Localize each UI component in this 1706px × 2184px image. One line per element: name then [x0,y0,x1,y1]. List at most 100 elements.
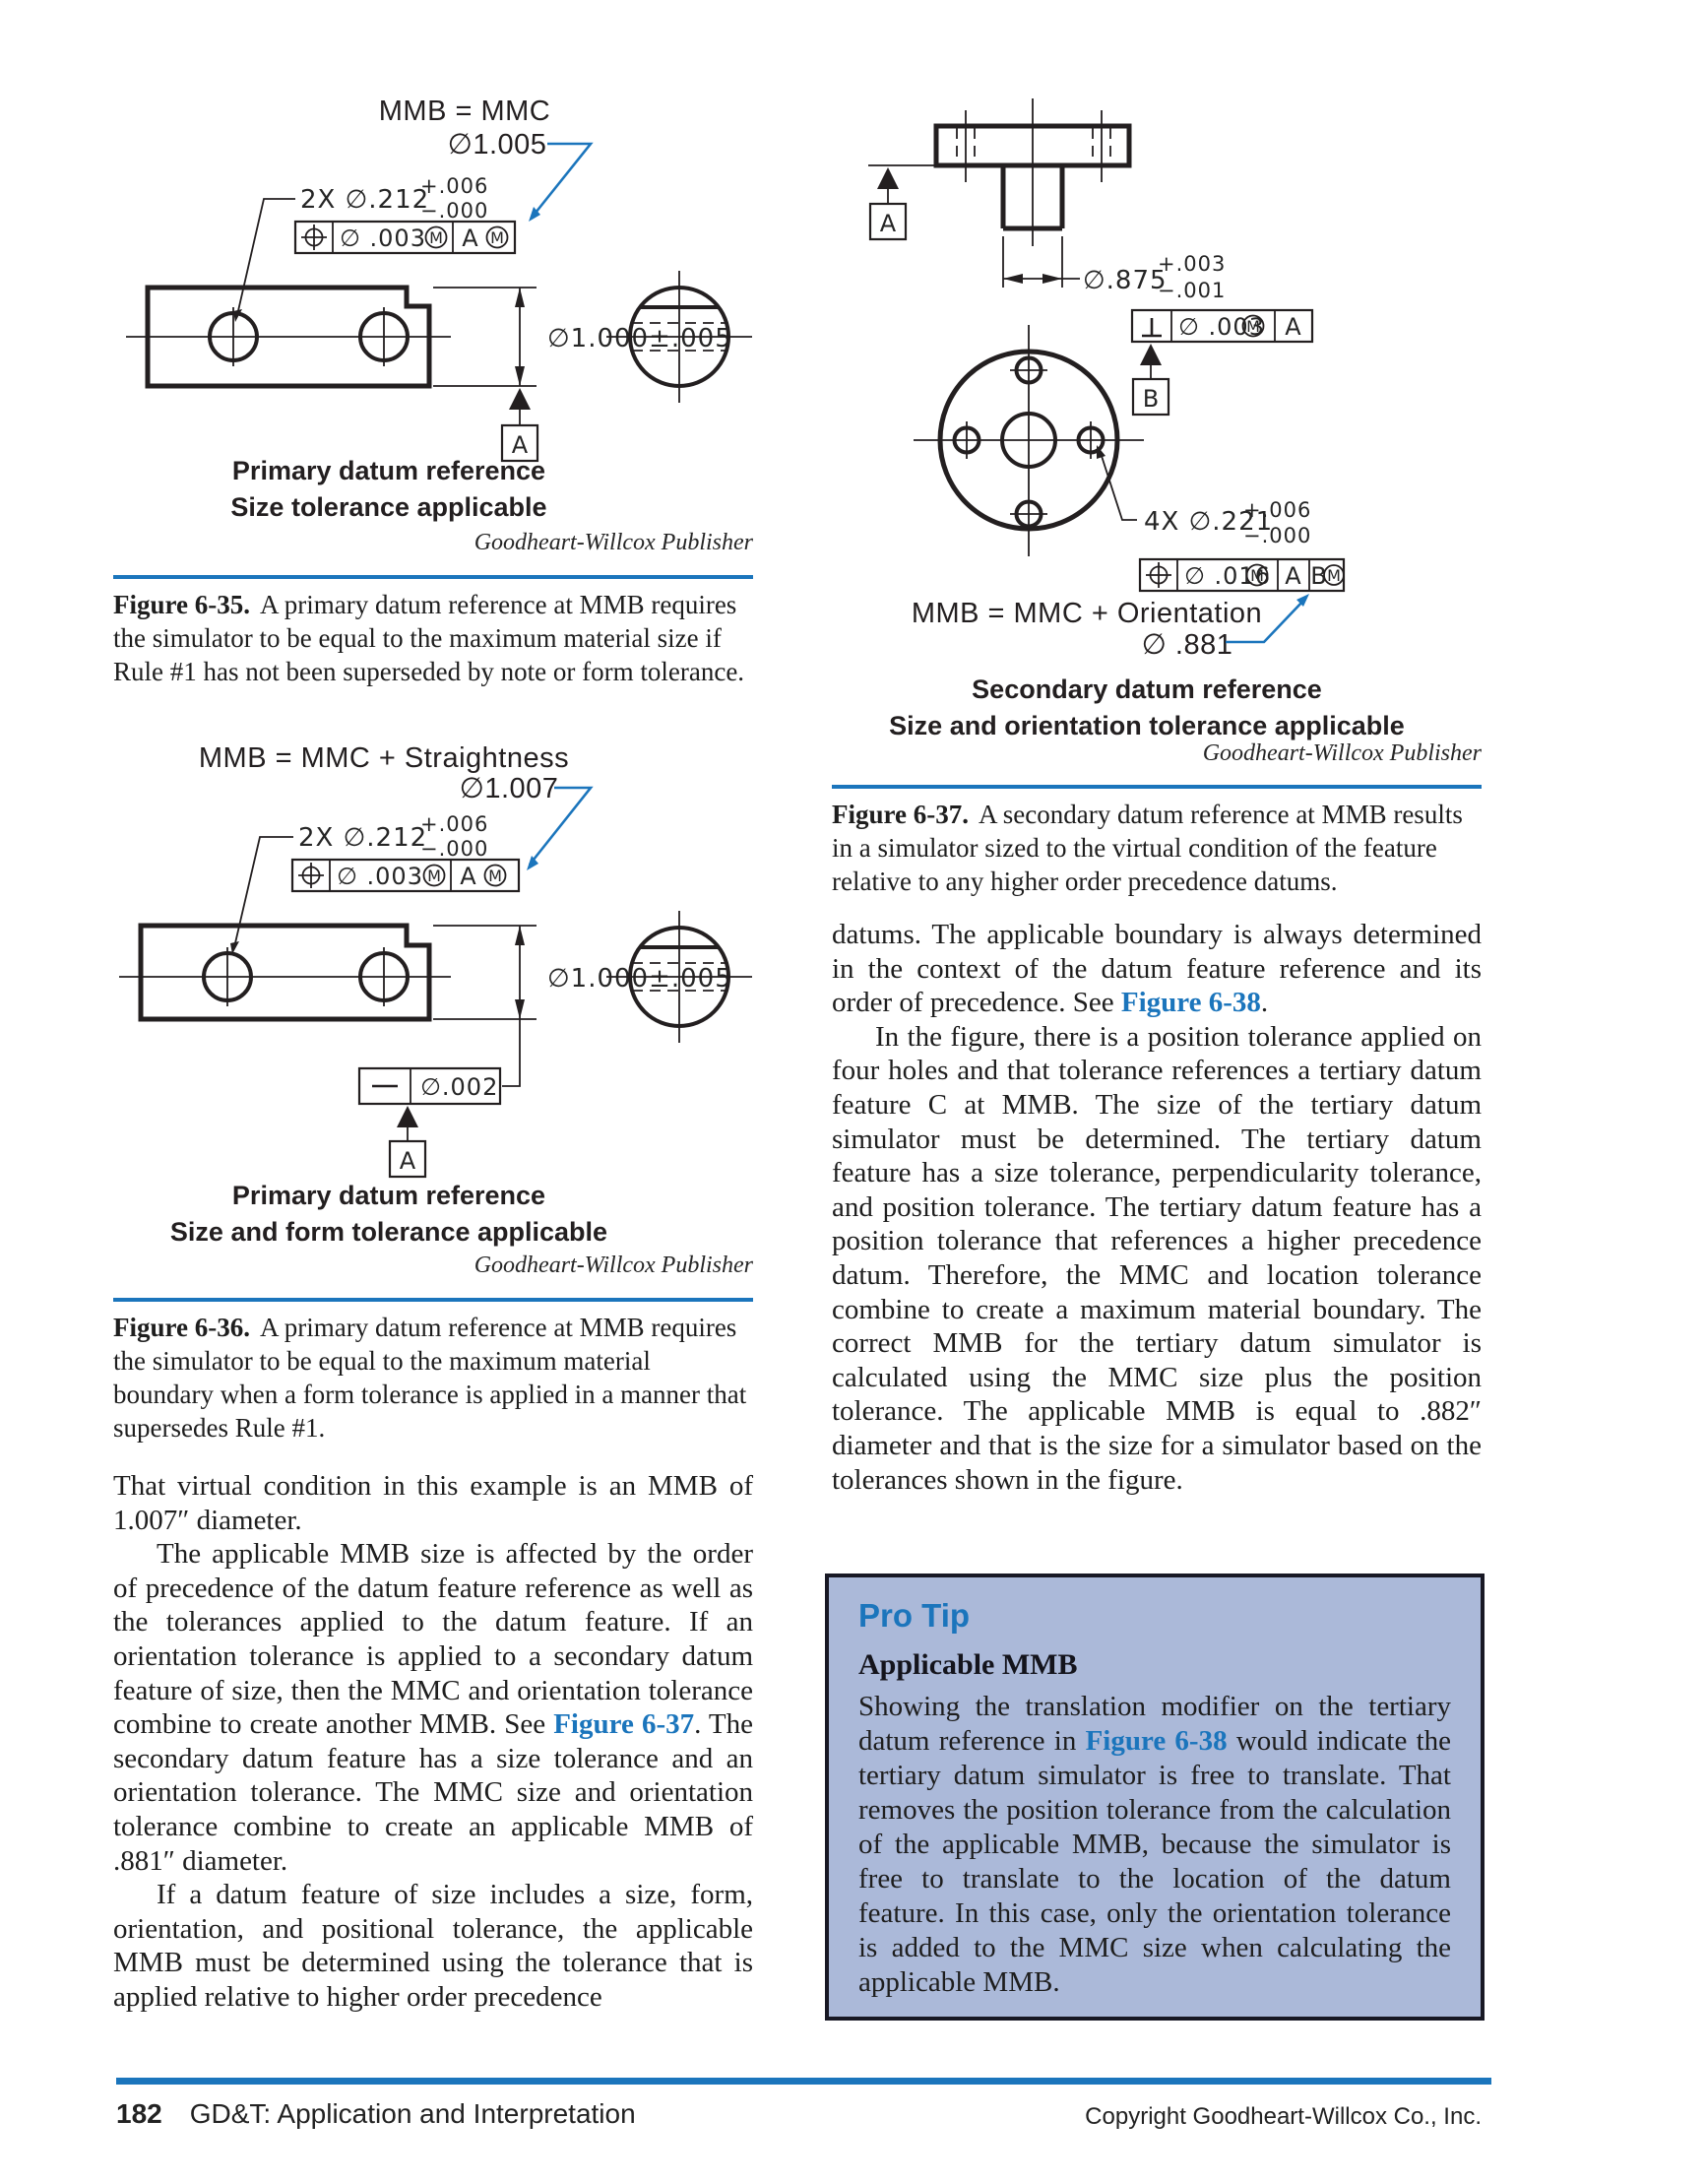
fig37-end-view [914,325,1144,556]
right-column-body: datums. The applicable boundary is alway… [832,918,1482,1497]
left-body-paragraph-3: If a datum feature of size includes a si… [113,1878,753,2014]
fig36-hole-callout: 2X ∅.212 [298,823,427,853]
fig35-fcf-datum-ref: A [462,225,478,252]
footer-rule [116,2078,1491,2085]
fig36-label-line1: Primary datum reference [231,1181,546,1210]
pro-tip-subheading: Applicable MMB [858,1648,1078,1681]
fig35-fcf-tolerance: ∅ .003 [340,225,426,252]
footer-left: 182 GD&T: Application and Interpretation [116,2098,805,2130]
fig35-blue-leader-arrow [529,142,594,222]
fig35-hole-callout: 2X ∅.212 [300,185,429,215]
fig35-label: Primary datum reference Size tolerance a… [113,453,664,526]
footer-book-title: GD&T: Application and Interpretation [189,2098,636,2129]
fig37-stem-dim-text: ∅.875 [1083,266,1168,295]
right-body-p1-text-b: . [1260,987,1269,1019]
page-number: 182 [116,2098,162,2129]
fig36-fcf-datum-ref: A [460,863,476,890]
fig37-perp-datum-ref: A [1285,313,1301,341]
fig35-caption: Figure 6-35.A primary datum reference at… [113,588,753,688]
fig35-fcf-mmc-modifier: M [429,228,443,247]
fig37-flange-side-view [933,98,1132,246]
pro-tip-heading: Pro Tip [858,1597,971,1634]
figure-36-drawing: MMB = MMC + Straightness ∅1.007 2X ∅.212… [119,742,752,1179]
left-body-p2-text-b: . The secondary datum feature has a size… [113,1708,754,1877]
fig36-tol-plus: +.006 [420,812,488,836]
fig35-caption-number: Figure 6-35. [113,590,250,619]
fig35-caption-rule [113,575,753,579]
fig35-label-line1: Primary datum reference [231,456,546,485]
fig37-perp-mmc-modifier: M [1246,317,1260,336]
figure-37-drawing: A ∅.875 +.003 −.001 ∅ .003 M A [868,98,1346,661]
pro-tip-box: Pro Tip Applicable MMB Showing the trans… [825,1574,1485,2021]
fig37-stem-dimension: ∅.875 +.003 −.001 [1002,236,1226,302]
left-body-p2-text-a: The applicable MMB size is affected by t… [113,1538,753,1741]
fig37-holes-tol-plus: +.006 [1243,498,1311,522]
fig36-end-view [606,911,752,1043]
fig36-part-side-view [119,923,451,1022]
fig35-mmb-diameter: ∅1.005 [448,129,547,161]
fig37-publisher: Goodheart-Willcox Publisher [1202,740,1482,766]
fig36-tol-minus: −.000 [420,837,488,861]
fig36-datum-a-letter: A [400,1147,416,1175]
fig37-pos-mmc-modifier: M [1250,566,1264,585]
left-column-body: That virtual condition in this example i… [113,1469,753,2015]
fig35-caption-text: A primary datum reference at MMB require… [113,590,745,686]
fig36-blue-leader-arrow [527,786,594,870]
fig36-caption: Figure 6-36.A primary datum reference at… [113,1311,753,1445]
fig37-label-line2: Size and orientation tolerance applicabl… [889,711,1405,740]
pro-tip-text-a: Showing the translation modifier on the … [858,1691,1451,1757]
fig36-label: Primary datum reference Size and form to… [113,1178,664,1251]
fig36-fcf-tolerance: ∅ .003 [337,863,423,890]
fig35-publisher: Goodheart-Willcox Publisher [474,530,753,555]
fig35-position-fcf: ∅ .003 M A M [293,220,517,255]
pro-tip-text-b: would indicate the tertiary datum simula… [858,1725,1452,1998]
fig36-mmb-diameter: ∅1.007 [460,773,559,804]
fig37-caption-rule [832,785,1482,789]
fig37-stem-tol-minus: −.001 [1158,279,1226,302]
fig37-pos-datum-mmb-modifier: M [1327,566,1341,585]
fig35-tol-minus: −.000 [420,199,488,223]
fig36-hole-leader [230,836,293,954]
fig36-straightness-fcf: ∅.002 [357,1019,521,1106]
fig36-fcf-datum-mmb-modifier: M [488,867,502,885]
pro-tip-xref-figure-6-38: Figure 6-38 [1085,1725,1228,1757]
left-body-p1-text: That virtual condition in this example i… [113,1470,753,1536]
fig37-mmb-label: MMB = MMC + Orientation [912,598,1262,629]
fig35-part-side-view [126,285,451,389]
fig37-caption-text: A secondary datum reference at MMB resul… [832,800,1463,896]
fig36-caption-text: A primary datum reference at MMB require… [113,1313,747,1443]
fig37-pos-datum1: A [1285,562,1301,590]
fig35-hole-leader [233,198,295,322]
fig35-label-line2: Size tolerance applicable [230,492,547,522]
fig36-mmb-label: MMB = MMC + Straightness [199,742,569,774]
fig36-label-line2: Size and form tolerance applicable [169,1217,608,1247]
fig36-publisher: Goodheart-Willcox Publisher [474,1253,753,1278]
fig35-mmb-label: MMB = MMC [379,96,550,127]
fig37-holes-leader [1097,445,1137,521]
right-body-paragraph-2: In the figure, there is a position toler… [832,1020,1482,1497]
fig35-size-dimension: ∅1.000±.005 [433,287,732,387]
fig36-size-dimension: ∅1.000±.005 [433,925,731,1020]
fig37-datum-b-letter: B [1143,385,1159,413]
figure-35-drawing: MMB = MMC ∅1.005 2X ∅.212 +.006 −.000 ∅ … [126,96,752,463]
fig37-datum-a-letter: A [880,210,897,237]
fig37-label: Secondary datum reference Size and orien… [832,672,1462,744]
right-body-paragraph-1: datums. The applicable boundary is alway… [832,918,1482,1020]
fig37-position-fcf: ∅ .016 M A B M [1138,557,1346,593]
fig37-pos-datum2: B [1310,562,1327,590]
fig36-caption-rule [113,1298,753,1302]
footer-copyright: Copyright Goodheart-Willcox Co., Inc. [1085,2103,1482,2130]
fig37-perpendicularity-fcf: ∅ .003 M A [1130,308,1314,344]
fig35-size-dim-text: ∅1.000±.005 [547,324,732,353]
fig37-datum-a-symbol: A [868,164,936,241]
fig37-holes-tol-minus: −.000 [1243,524,1311,547]
fig37-mmb-diameter: ∅ .881 [1142,629,1233,661]
right-body-p1-text-a: datums. The applicable boundary is alway… [832,919,1482,1019]
left-body-p3-text: If a datum feature of size includes a si… [113,1879,753,2013]
fig37-datum-b-symbol: B [1131,344,1170,417]
fig35-fcf-datum-mmb-modifier: M [490,228,504,247]
fig37-label-line1: Secondary datum reference [972,674,1322,704]
fig37-caption-number: Figure 6-37. [832,800,969,829]
